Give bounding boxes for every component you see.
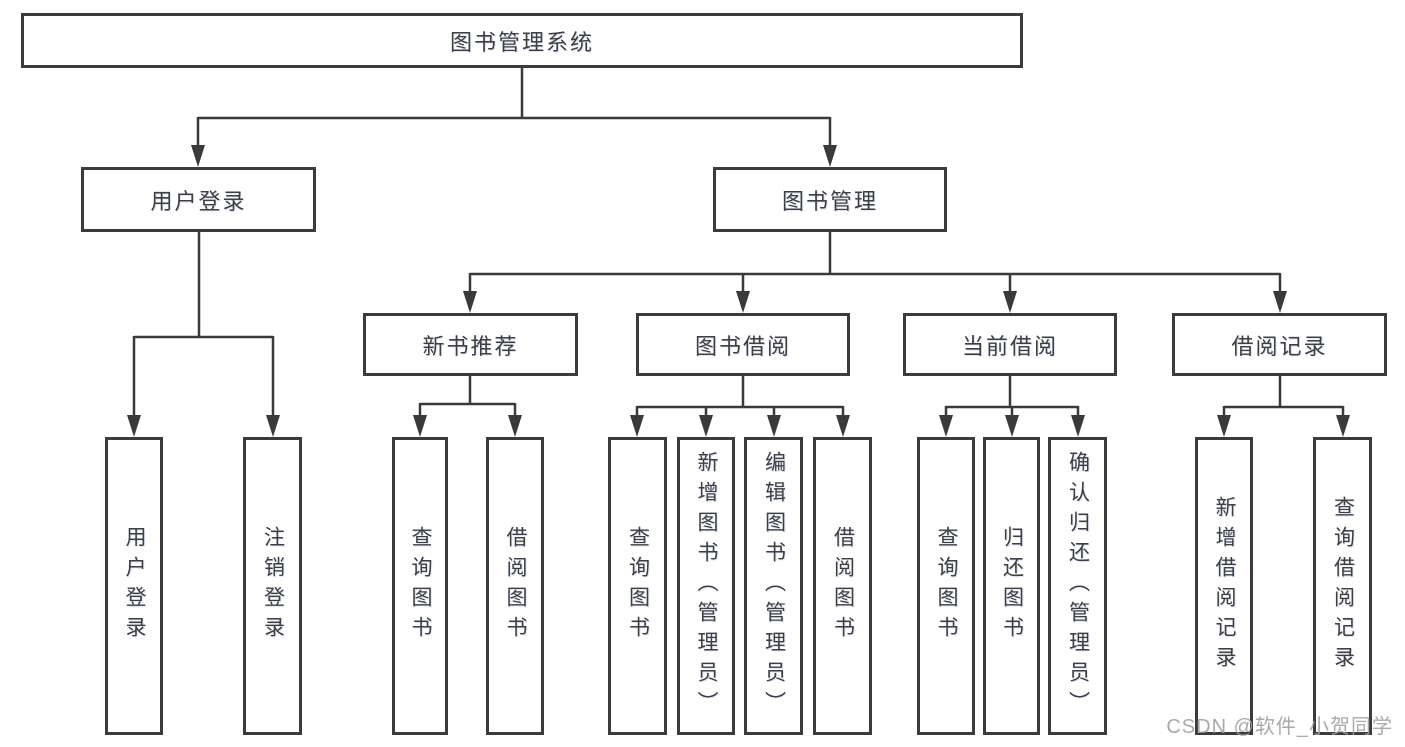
leaf-borrow-books-1: 借阅图书	[486, 437, 544, 735]
arrow-down-icon	[736, 291, 750, 313]
connector-borrowing-to-leaves	[635, 376, 845, 420]
connector-userlogin-to-leaves	[132, 232, 275, 420]
arrow-down-icon	[1071, 415, 1085, 437]
node-borrow-records-label: 借阅记录	[1231, 333, 1328, 359]
leaf-query-books-3: 查询图书	[917, 437, 975, 735]
connector-root-to-level2	[196, 68, 832, 149]
leaf-query-books-1: 查询图书	[392, 437, 448, 735]
node-root-system: 图书管理系统	[21, 13, 1023, 68]
leaf-logout: 注销登录	[243, 437, 302, 735]
leaf-query-books-2-label: 查询图书	[626, 526, 650, 646]
node-root-label: 图书管理系统	[449, 29, 594, 55]
leaf-return-books-label: 归还图书	[1000, 526, 1024, 646]
leaf-query-borrow-record: 查询借阅记录	[1313, 437, 1372, 735]
leaf-user-login: 用户登录	[105, 437, 163, 735]
arrow-down-icon	[1003, 291, 1017, 313]
arrow-down-icon	[1336, 415, 1350, 437]
connector-newbook-to-leaves	[418, 376, 517, 420]
arrow-down-icon	[630, 415, 644, 437]
node-user-login-label: 用户登录	[150, 188, 247, 214]
connector-bookmgmt-to-level3	[468, 232, 1282, 296]
node-new-book-recommend-label: 新书推荐	[422, 333, 519, 359]
connector-records-to-leaves	[1222, 376, 1345, 420]
leaf-query-books-2: 查询图书	[608, 437, 667, 735]
leaf-user-login-label: 用户登录	[123, 526, 147, 646]
node-book-management-label: 图书管理	[781, 188, 878, 214]
arrow-down-icon	[1005, 415, 1019, 437]
arrow-down-icon	[699, 415, 713, 437]
watermark: CSDN @软件_小贺同学	[1166, 716, 1393, 738]
leaf-confirm-return-admin: 确认归还（管理员）	[1048, 437, 1107, 735]
leaf-logout-label: 注销登录	[261, 526, 285, 646]
arrow-down-icon	[767, 415, 781, 437]
leaf-edit-books-admin-label: 编辑图书（管理员）	[762, 451, 786, 721]
leaf-return-books: 归还图书	[983, 437, 1040, 735]
arrow-down-icon	[1273, 291, 1287, 313]
node-book-borrowing-label: 图书借阅	[694, 333, 791, 359]
leaf-query-borrow-record-label: 查询借阅记录	[1331, 496, 1355, 676]
arrow-down-icon	[413, 415, 427, 437]
leaf-add-borrow-record-label: 新增借阅记录	[1213, 496, 1237, 676]
leaf-add-books-admin-label: 新增图书（管理员）	[695, 451, 719, 721]
node-current-borrowing: 当前借阅	[903, 313, 1117, 376]
arrow-down-icon	[463, 291, 477, 313]
connector-current-to-leaves	[944, 376, 1080, 420]
arrow-down-icon	[836, 415, 850, 437]
leaf-query-books-1-label: 查询图书	[409, 526, 433, 646]
node-book-borrowing: 图书借阅	[636, 313, 850, 376]
leaf-edit-books-admin: 编辑图书（管理员）	[744, 437, 803, 735]
node-current-borrowing-label: 当前借阅	[961, 333, 1058, 359]
node-book-management: 图书管理	[713, 167, 947, 232]
node-user-login: 用户登录	[81, 167, 316, 232]
node-new-book-recommend: 新书推荐	[363, 313, 578, 376]
node-borrow-records: 借阅记录	[1172, 313, 1387, 376]
leaf-borrow-books-2: 借阅图书	[813, 437, 872, 735]
leaf-add-borrow-record: 新增借阅记录	[1195, 437, 1253, 735]
arrow-down-icon	[939, 415, 953, 437]
arrow-down-icon	[127, 415, 141, 437]
leaf-query-books-3-label: 查询图书	[935, 526, 959, 646]
arrow-down-icon	[823, 145, 837, 167]
arrow-down-icon	[508, 415, 522, 437]
arrow-down-icon	[191, 145, 205, 167]
leaf-borrow-books-2-label: 借阅图书	[831, 526, 855, 646]
leaf-add-books-admin: 新增图书（管理员）	[677, 437, 735, 735]
arrow-down-icon	[266, 415, 280, 437]
leaf-borrow-books-1-label: 借阅图书	[504, 526, 528, 646]
arrow-down-icon	[1217, 415, 1231, 437]
leaf-confirm-return-admin-label: 确认归还（管理员）	[1066, 451, 1090, 721]
